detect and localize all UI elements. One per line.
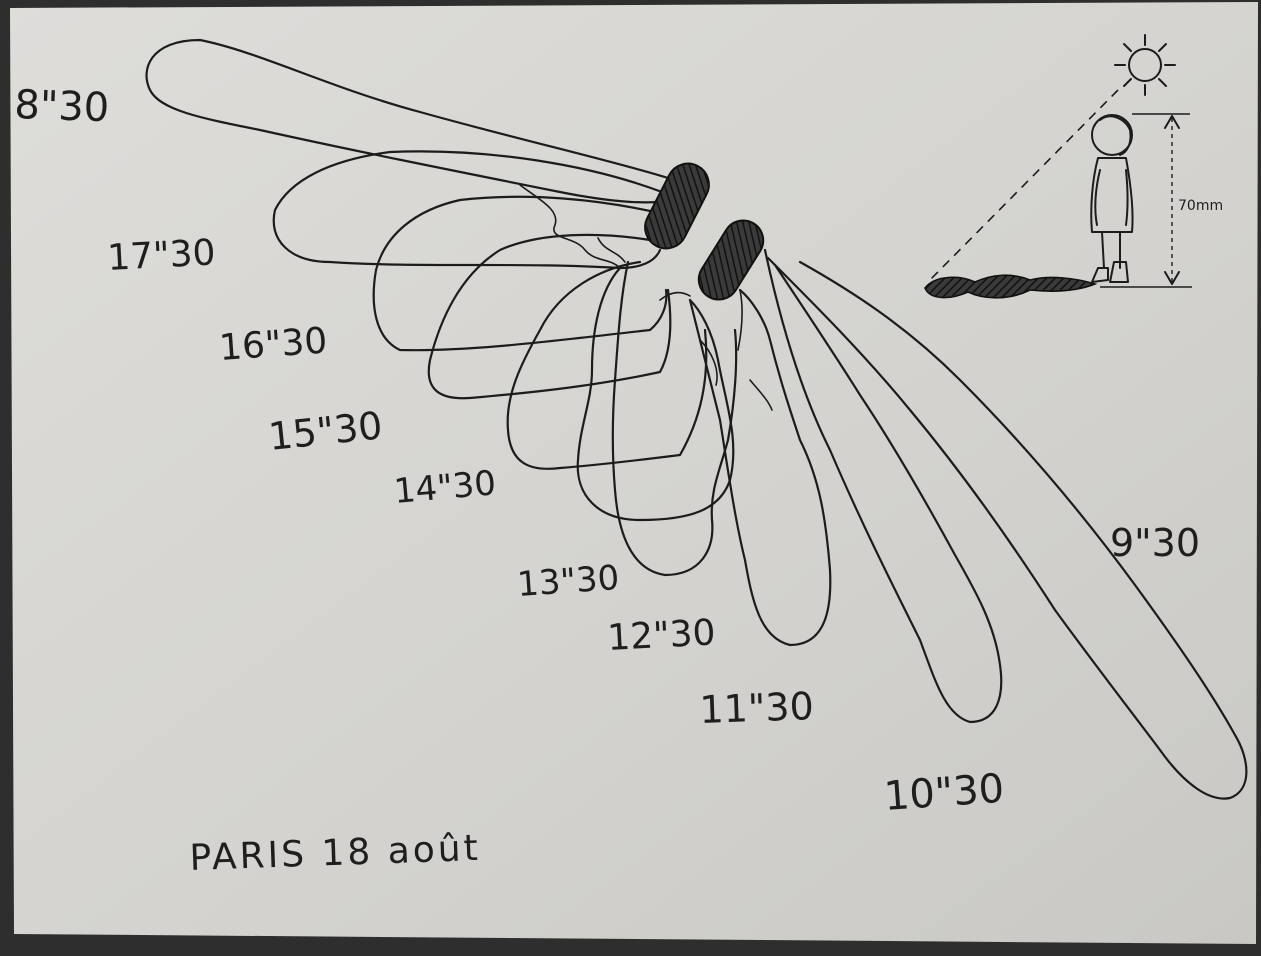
- label-1030: 10"30: [882, 766, 1005, 820]
- label-0830: 8"30: [14, 82, 110, 131]
- label-1730: 17"30: [106, 232, 216, 279]
- label-1230: 12"30: [606, 612, 716, 659]
- label-1330: 13"30: [516, 558, 621, 605]
- label-1630: 16"30: [218, 321, 329, 369]
- paper: [10, 2, 1258, 944]
- label-0930: 9"30: [1110, 521, 1200, 565]
- height-label: 70mm: [1178, 198, 1223, 214]
- label-1130: 11"30: [699, 684, 815, 732]
